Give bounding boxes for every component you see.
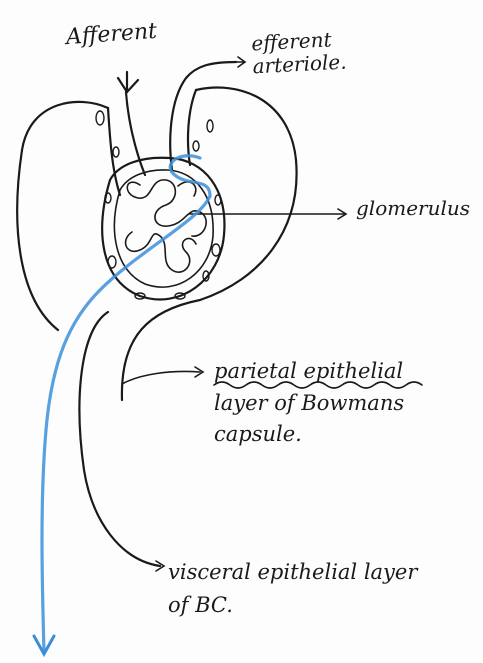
visceral-layer-ring	[102, 158, 224, 300]
efferent-arteriole-wall	[188, 90, 196, 165]
efferent-pointer-arrow	[236, 57, 245, 67]
capsule-tubule-outer	[122, 300, 200, 400]
label-parietal-line1: parietal epithelial	[214, 356, 404, 388]
capsule-tubule-inner	[79, 312, 160, 566]
afferent-arteriole	[126, 92, 145, 175]
label-visceral-line1: visceral epithelial layer	[168, 556, 417, 589]
label-efferent-line2: arteriole.	[252, 51, 347, 79]
label-parietal-line2: layer of Bowmans	[214, 388, 404, 420]
label-glomerulus: glomerulus	[356, 198, 470, 218]
visceral-layer-ring-inner	[114, 170, 213, 287]
parietal-pointer-line	[122, 372, 200, 385]
label-parietal-layer: parietal epithelial layer of Bowmans cap…	[214, 356, 404, 451]
label-parietal-line3: capsule.	[214, 419, 404, 451]
label-visceral-layer: visceral epithelial layer of BC.	[168, 556, 417, 621]
label-visceral-line2: of BC.	[168, 589, 417, 622]
label-efferent-arteriole: efferent arteriole.	[251, 28, 347, 79]
efferent-arteriole	[170, 62, 236, 170]
